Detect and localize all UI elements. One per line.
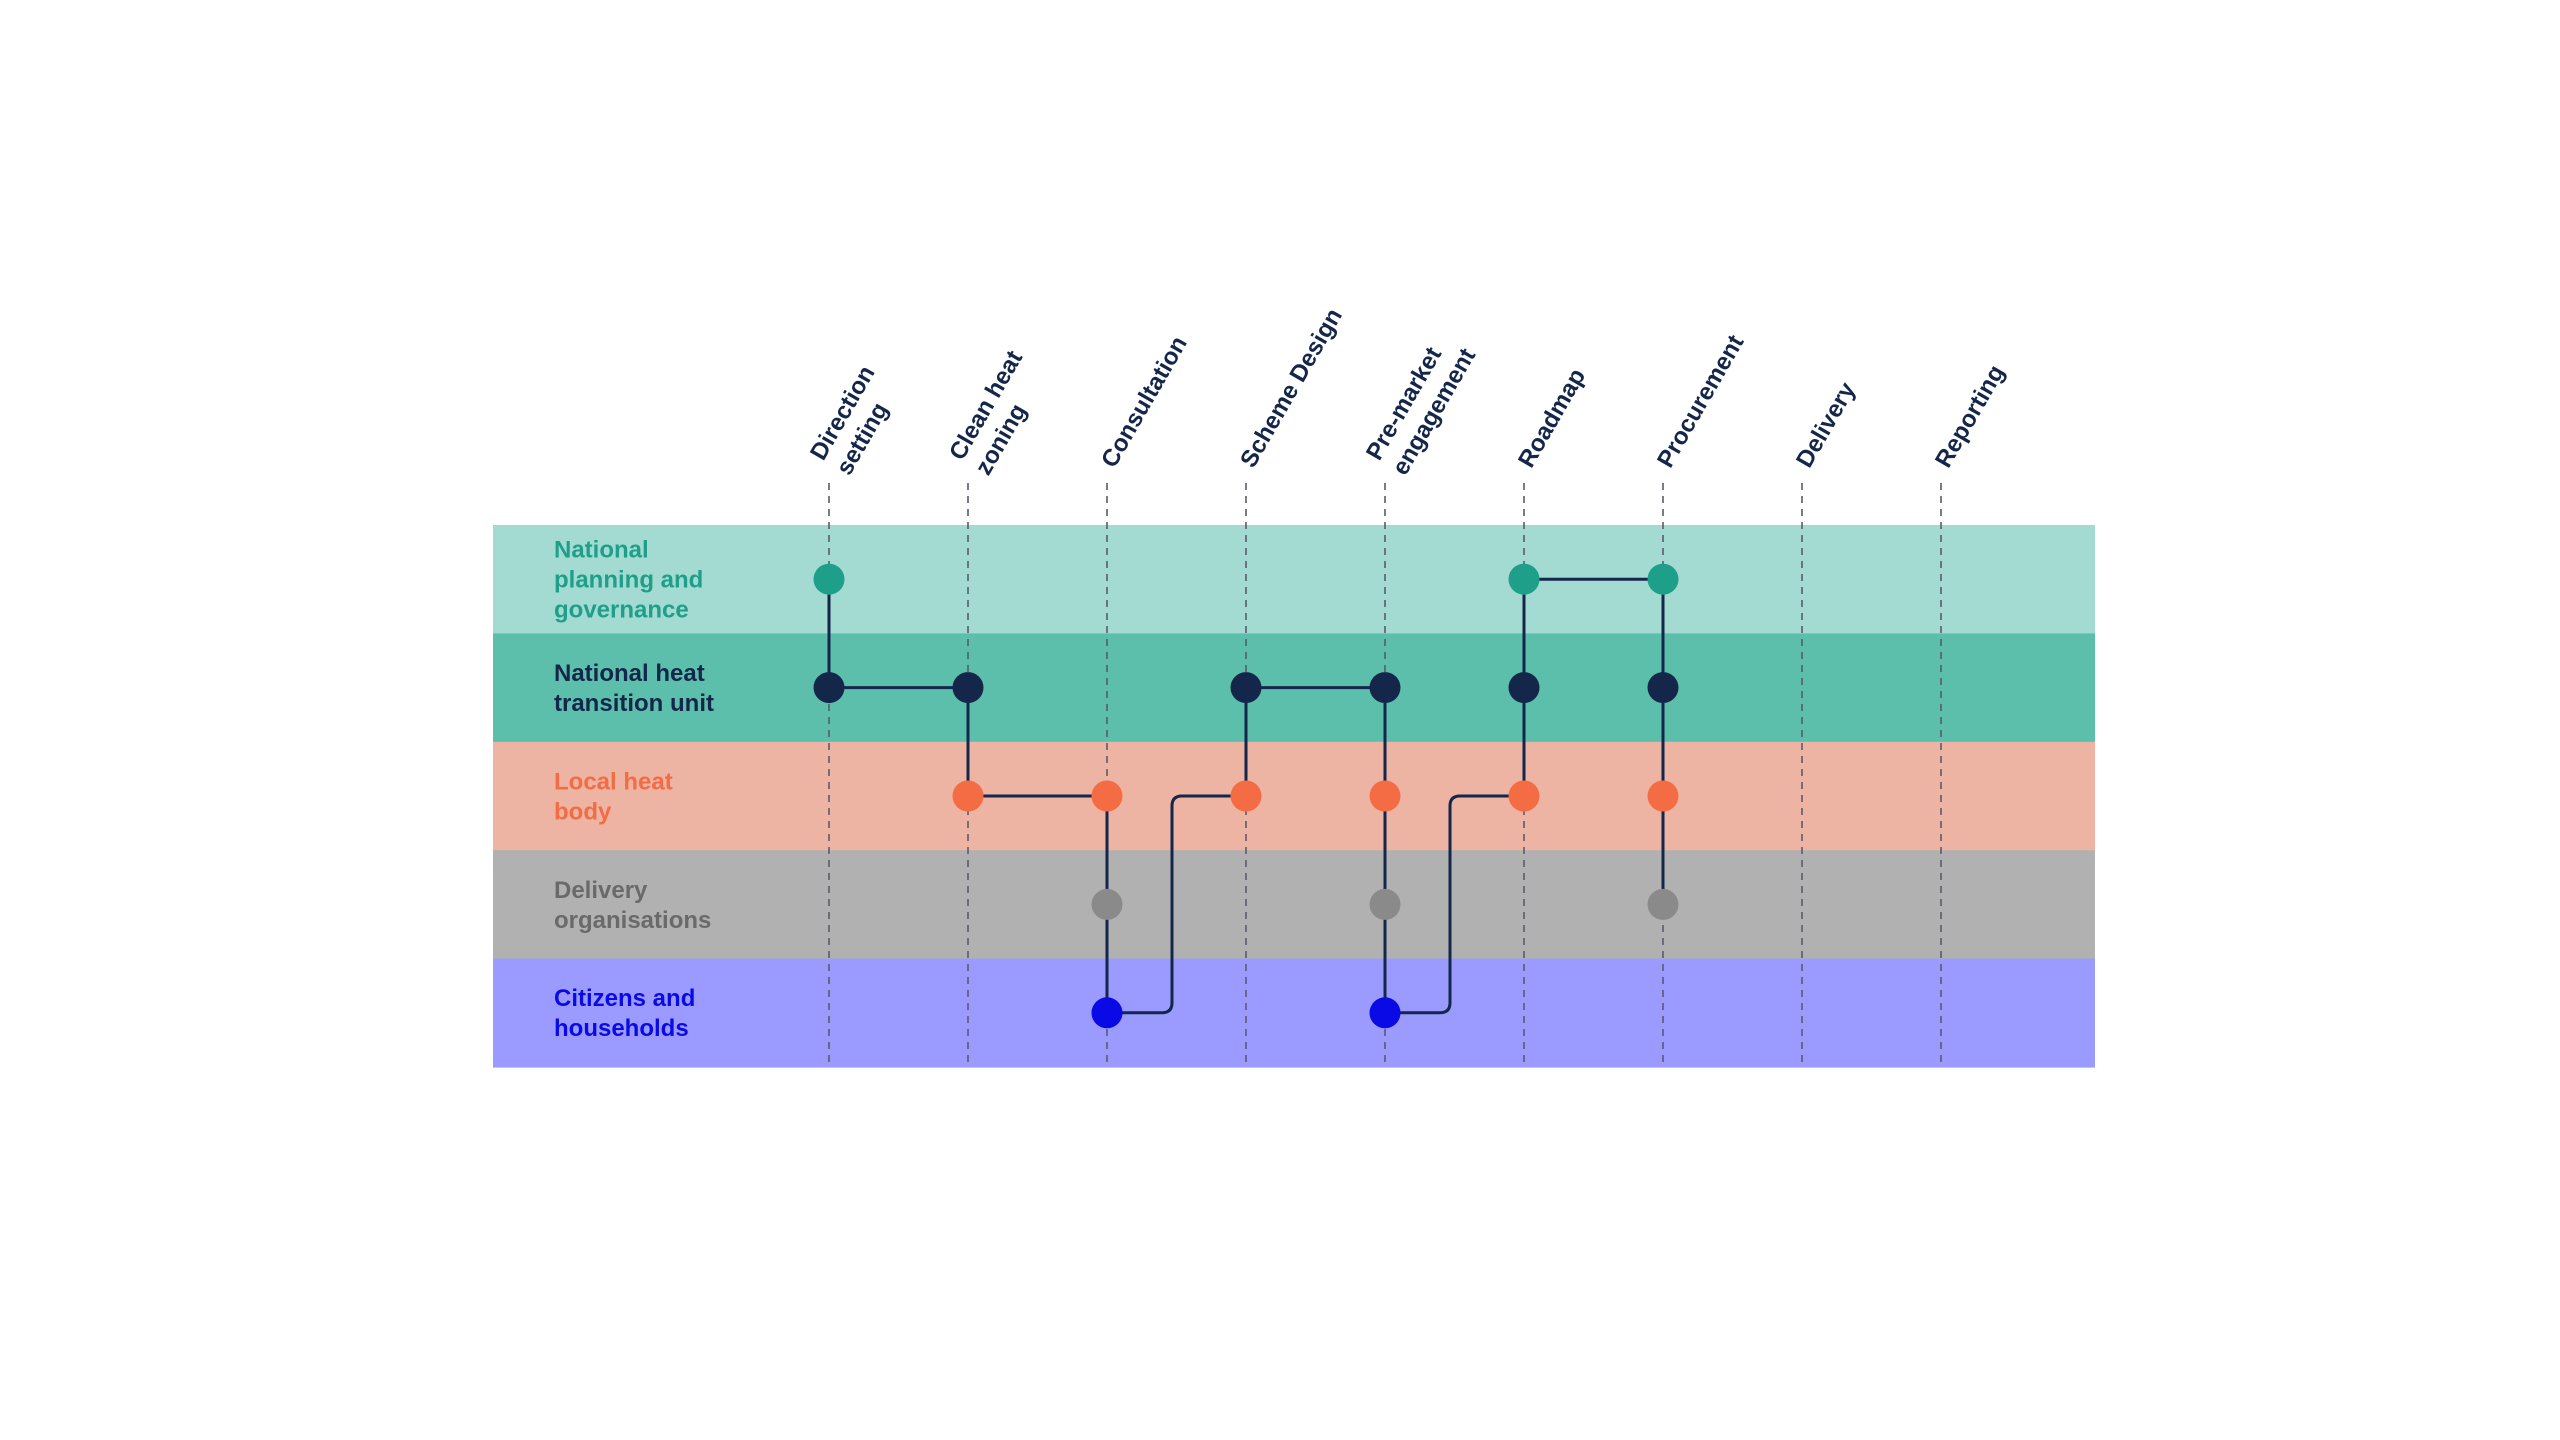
stage-label-line: Consultation — [1096, 332, 1193, 473]
node-premarket-unit — [1369, 672, 1401, 704]
lane-label-line: Delivery — [554, 877, 648, 904]
node-premarket-deliv — [1369, 888, 1401, 920]
node-procurement-national — [1647, 563, 1679, 595]
stage-label-line: Procurement — [1652, 330, 1749, 472]
node-consultation-deliv — [1091, 888, 1123, 920]
stage-label-text: Reporting — [1930, 361, 2010, 473]
node-zoning-unit — [952, 672, 984, 704]
stage-label-text: Delivery — [1791, 377, 1861, 472]
stage-label-procurement: Procurement — [1652, 330, 1749, 472]
stage-labels: Directionsetting Clean heatzoning Consulta… — [805, 304, 2010, 480]
connector-consultation-citizens-to-scheme-local — [1107, 794, 1246, 1015]
lane-label-local: Local heat body — [554, 768, 673, 825]
lane-label-deliv: Delivery organisations — [554, 877, 711, 934]
lane-label-line: Local heat — [554, 768, 673, 795]
lane-label-national: National planning and governance — [554, 537, 703, 624]
stage-label-roadmap: Roadmap — [1513, 364, 1591, 472]
stage-label-text: Directionsetting — [805, 361, 906, 480]
stage-label-text: Pre-marketengagement — [1361, 329, 1481, 480]
connector-premarket-citizens-to-roadmap-local — [1385, 794, 1524, 1015]
stage-label-scheme: Scheme Design — [1235, 304, 1348, 472]
node-roadmap-unit — [1508, 672, 1540, 704]
node-roadmap-national — [1508, 563, 1540, 595]
lane-bands — [493, 525, 2095, 1068]
lane-label-line: households — [554, 1015, 689, 1042]
stage-label-direction: Directionsetting — [805, 361, 906, 480]
lane-label-line: planning and — [554, 567, 703, 594]
node-roadmap-local — [1508, 780, 1540, 812]
node-procurement-unit — [1647, 672, 1679, 704]
stage-label-line: Reporting — [1930, 361, 2010, 473]
lane-label-unit: National heat transition unit — [554, 660, 714, 717]
lane-label-line: organisations — [554, 907, 711, 934]
stage-label-text: Clean heatzoning — [944, 346, 1054, 480]
stage-label-line: Delivery — [1791, 377, 1861, 472]
lane-band-deliv — [493, 850, 2095, 960]
stage-label-text: Scheme Design — [1235, 304, 1348, 472]
lane-label-line: National — [554, 537, 649, 564]
node-consultation-local — [1091, 780, 1123, 812]
stage-label-text: Roadmap — [1513, 364, 1591, 472]
node-direction-unit — [813, 672, 845, 704]
stage-label-line: Roadmap — [1513, 364, 1591, 472]
stage-label-consultation: Consultation — [1096, 332, 1193, 473]
lane-label-line: governance — [554, 597, 689, 624]
stage-label-zoning: Clean heatzoning — [944, 346, 1054, 480]
node-procurement-deliv — [1647, 888, 1679, 920]
flow-nodes — [813, 563, 1679, 1029]
node-premarket-local — [1369, 780, 1401, 812]
lane-label-line: Citizens and — [554, 985, 695, 1012]
node-scheme-local — [1230, 780, 1262, 812]
stage-label-premarket: Pre-marketengagement — [1361, 329, 1481, 480]
flow-connectors — [827, 577, 1665, 1015]
lane-band-citizens — [493, 958, 2095, 1068]
lane-label-citizens: Citizens and households — [554, 985, 695, 1042]
node-procurement-local — [1647, 780, 1679, 812]
stage-label-line: Scheme Design — [1235, 304, 1348, 472]
node-zoning-local — [952, 780, 984, 812]
lane-label-line: transition unit — [554, 690, 714, 717]
stage-label-delivery: Delivery — [1791, 377, 1861, 472]
stage-label-reporting: Reporting — [1930, 361, 2010, 473]
lane-band-national — [493, 525, 2095, 634]
lane-band-local — [493, 741, 2095, 851]
stage-label-text: Procurement — [1652, 330, 1749, 472]
node-direction-national — [813, 563, 845, 595]
stage-label-text: Consultation — [1096, 332, 1193, 473]
lane-label-line: National heat — [554, 660, 705, 687]
node-consultation-citizens — [1091, 997, 1123, 1029]
lane-label-line: body — [554, 798, 612, 825]
node-scheme-unit — [1230, 672, 1262, 704]
node-premarket-citizens — [1369, 997, 1401, 1029]
